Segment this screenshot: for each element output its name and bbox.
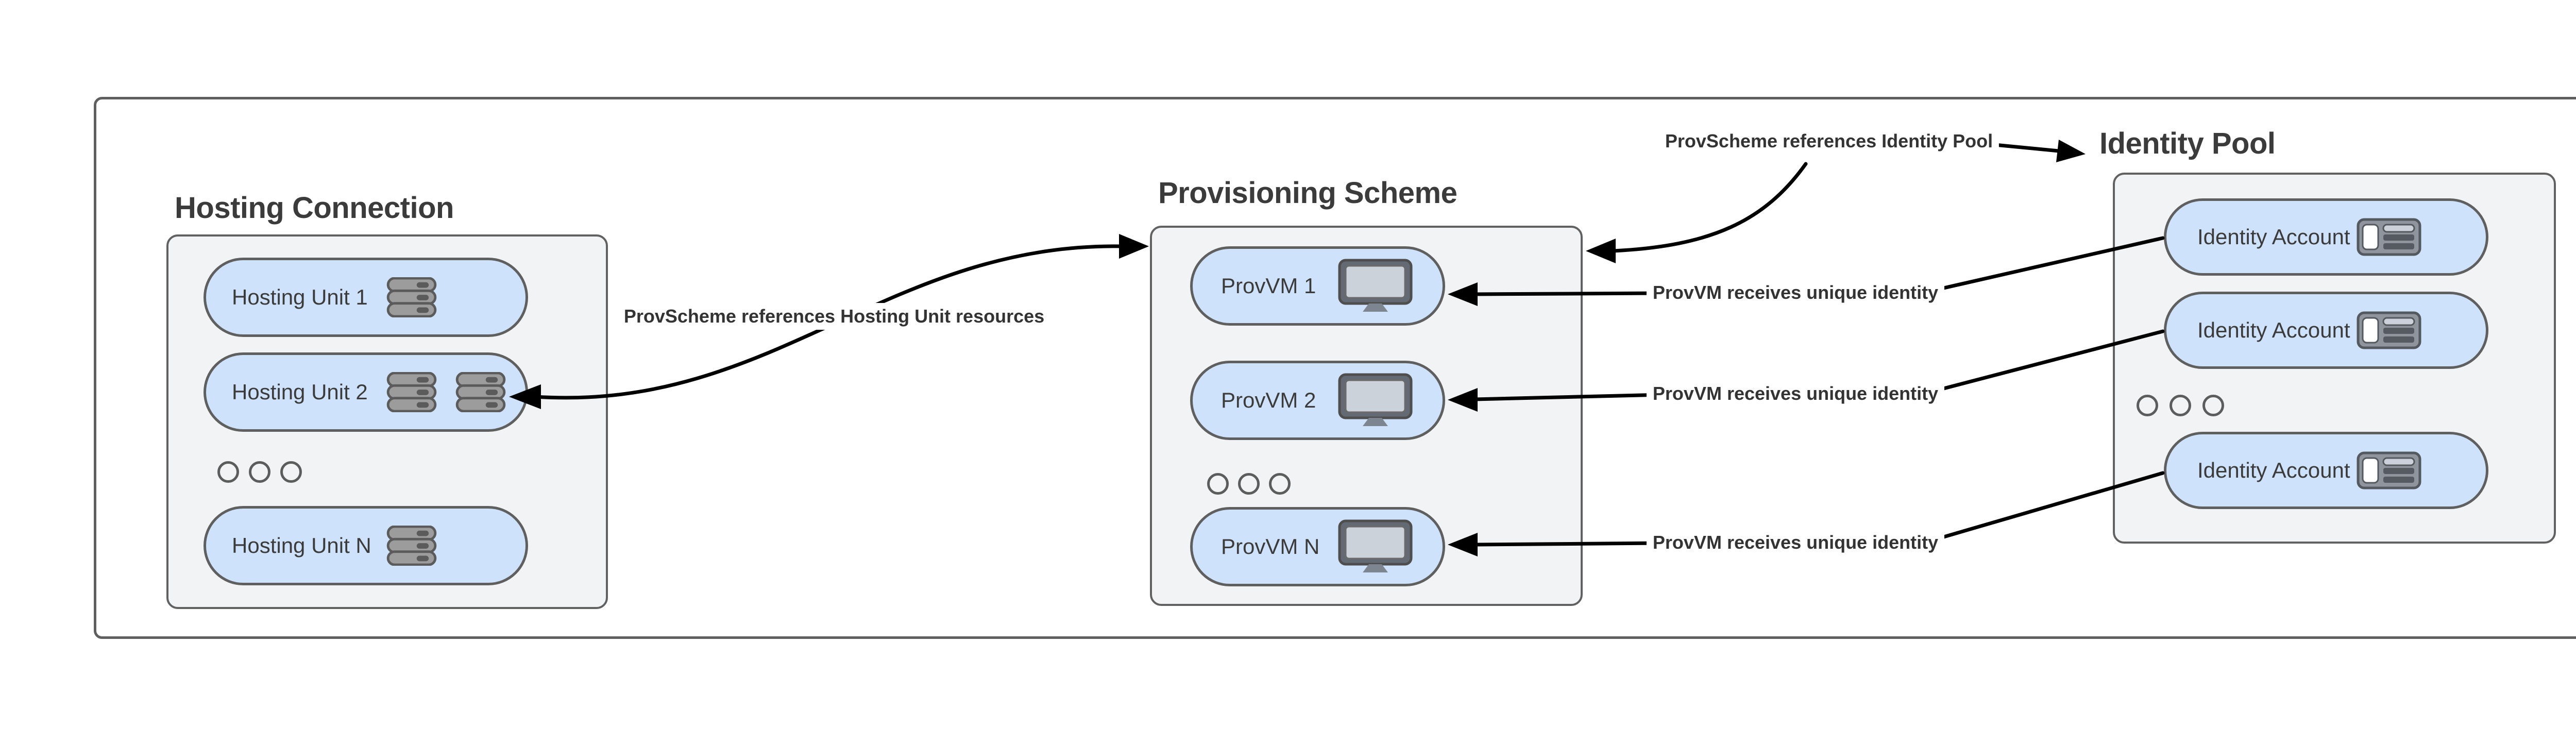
identity-account-label: Identity Account 2: [2197, 318, 2368, 342]
hosting-connection-title: Hosting Connection: [175, 191, 454, 225]
ellipsis-dot: [2202, 395, 2224, 416]
server-stack-icon: [386, 277, 437, 320]
provvm-pill: ProvVM 2: [1190, 361, 1445, 440]
ellipsis-dot: [217, 461, 239, 483]
ellipsis-dot: [2170, 395, 2191, 416]
provvm-label: ProvVM N: [1221, 534, 1320, 559]
identity-pool-title: Identity Pool: [2099, 127, 2276, 160]
hosting-unit-pill: Hosting Unit 1: [204, 258, 528, 337]
identity-account-pill: Identity Account N: [2164, 432, 2488, 509]
ellipsis-dot: [280, 461, 302, 483]
monitor-icon: [1338, 259, 1413, 315]
ellipsis-dot: [249, 461, 270, 483]
server-stack-icon: [386, 525, 437, 568]
provvm-pill: ProvVM 1: [1190, 246, 1445, 326]
hosting-unit-label: Hosting Unit 1: [232, 285, 368, 309]
monitor-icon: [1338, 519, 1413, 576]
hosting-unit-label: Hosting Unit N: [232, 533, 371, 558]
server-stack-icon: [455, 372, 506, 415]
ellipsis-dot: [1238, 473, 1260, 495]
id-card-icon: [2357, 311, 2421, 352]
ellipsis-dot: [1269, 473, 1291, 495]
label-provscheme-references-hosting-unit: ProvScheme references Hosting Unit resou…: [617, 303, 1051, 330]
identity-account-label: Identity Account N: [2197, 458, 2372, 482]
label-provscheme-references-identity-pool: ProvScheme references Identity Pool: [1658, 128, 1999, 155]
provvm-label: ProvVM 2: [1221, 388, 1316, 412]
label-provvm-receives-unique-identity: ProvVM receives unique identity: [1646, 279, 1945, 306]
hosting-unit-label: Hosting Unit 2: [232, 380, 368, 404]
provvm-label: ProvVM 1: [1221, 274, 1316, 298]
id-card-icon: [2357, 451, 2421, 492]
server-stack-icon: [386, 372, 437, 415]
provisioning-scheme-title: Provisioning Scheme: [1158, 176, 1458, 210]
provvm-pill: ProvVM N: [1190, 507, 1445, 586]
identity-account-pill: Identity Account 1: [2164, 198, 2488, 276]
id-card-icon: [2357, 218, 2421, 259]
identity-account-label: Identity Account 1: [2197, 225, 2368, 249]
identity-account-pill: Identity Account 2: [2164, 292, 2488, 369]
hosting-unit-pill: Hosting Unit 2: [204, 352, 528, 432]
ellipsis-dot: [1207, 473, 1229, 495]
monitor-icon: [1338, 373, 1413, 430]
hosting-unit-pill: Hosting Unit N: [204, 506, 528, 585]
label-provvm-receives-unique-identity: ProvVM receives unique identity: [1646, 380, 1945, 407]
label-provvm-receives-unique-identity: ProvVM receives unique identity: [1646, 529, 1945, 556]
ellipsis-dot: [2137, 395, 2158, 416]
